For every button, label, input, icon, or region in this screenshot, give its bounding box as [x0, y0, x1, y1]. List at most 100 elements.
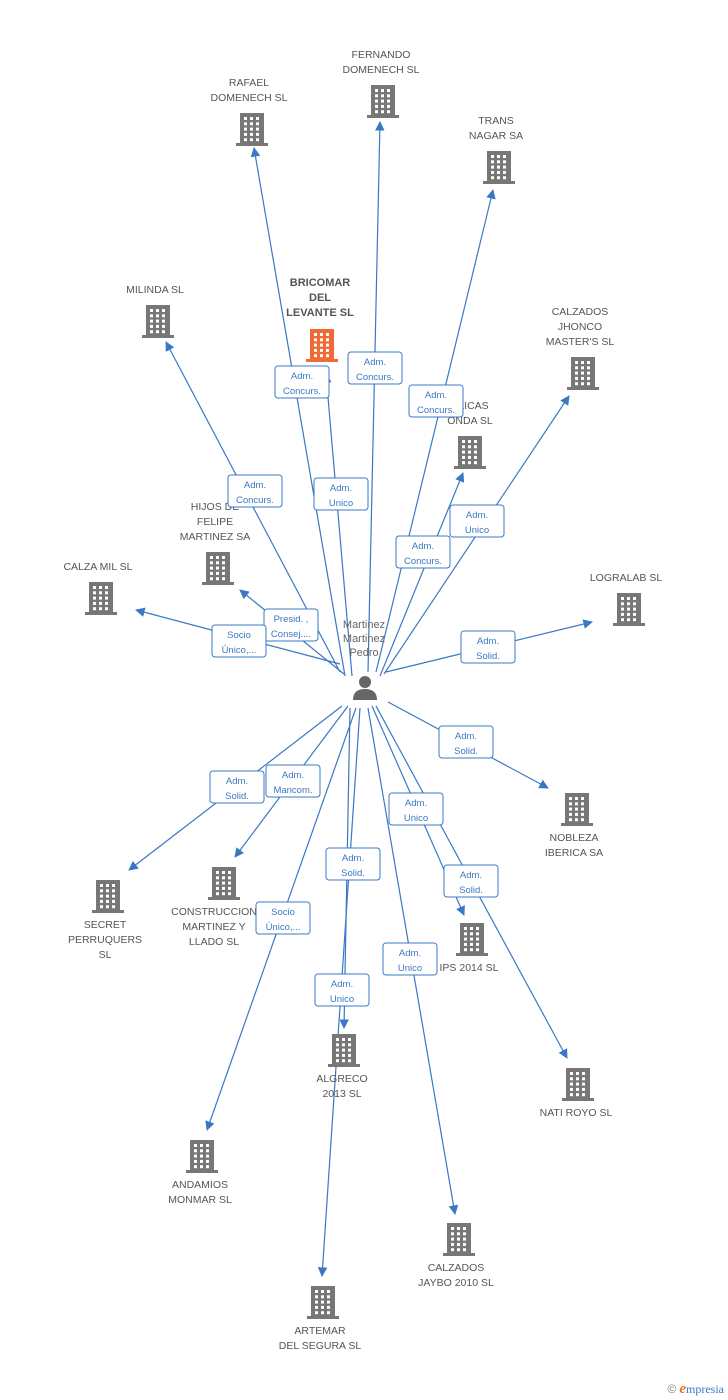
building-icon[interactable] — [567, 357, 599, 390]
company-node-milinda[interactable]: MILINDA SL — [126, 284, 184, 338]
relation-text-line: Adm. — [477, 636, 499, 647]
building-icon[interactable] — [236, 113, 268, 146]
company-name-line: JHONCO — [558, 321, 602, 333]
building-icon[interactable] — [483, 151, 515, 184]
relation-text-line: Adm. — [244, 480, 266, 491]
relation-label-rafael[interactable]: Adm.Concurs. — [274, 365, 330, 399]
company-name-line: NATI ROYO SL — [540, 1107, 613, 1119]
focal-company-name-line: BRICOMAR — [290, 277, 351, 289]
relation-label-logralab[interactable]: Adm.Solid. — [460, 630, 516, 664]
building-icon[interactable] — [443, 1223, 475, 1256]
relation-label-fernando[interactable]: Adm.Concurs. — [347, 351, 403, 385]
relation-label-nobleza[interactable]: Adm. Solid. — [438, 725, 494, 759]
relation-label-ips[interactable]: Adm.Unico — [388, 792, 444, 826]
relation-text: Adm.Concurs. — [417, 390, 455, 416]
relation-text-line: Unico — [329, 498, 353, 509]
relation-label-construcciones[interactable]: Adm.Mancom. — [265, 764, 321, 798]
building-icon[interactable] — [92, 880, 124, 913]
relation-box — [347, 351, 403, 385]
person-name-line: Martinez — [343, 619, 385, 631]
company-node-ips[interactable]: IPS 2014 SL — [440, 923, 499, 974]
building-icon[interactable] — [328, 1034, 360, 1067]
relation-label-milinda[interactable]: Adm.Concurs. — [227, 474, 283, 508]
building-icon[interactable] — [85, 582, 117, 615]
relation-text-line: Socio — [227, 630, 251, 641]
building-icon[interactable] — [613, 593, 645, 626]
building-icon[interactable] — [186, 1140, 218, 1173]
building-icon[interactable] — [367, 85, 399, 118]
relation-label-secret[interactable]: Adm.Solid. — [209, 770, 265, 804]
focal-company-name-line: LEVANTE SL — [286, 307, 354, 319]
relation-label-hijos[interactable]: Presid. ,Consej.... — [263, 608, 319, 642]
relation-text-line: Adm. — [399, 948, 421, 959]
relation-text-line: Solid. — [454, 746, 478, 757]
company-name-line: CALZADOS — [552, 306, 609, 318]
building-icon[interactable] — [202, 552, 234, 585]
company-node-calzamil[interactable]: CALZA MIL SL — [63, 561, 133, 615]
relation-edge-focal — [321, 373, 353, 677]
relation-box — [449, 504, 505, 538]
relation-label-calicas[interactable]: Adm.Concurs. — [395, 535, 451, 569]
company-name-line: MARTINEZ Y — [182, 921, 245, 933]
relation-text: Adm.Unico — [398, 948, 422, 974]
relation-text-line: Adm. — [455, 731, 477, 742]
relation-text-line: Concurs. — [283, 386, 321, 397]
company-name: LOGRALAB SL — [590, 572, 663, 584]
building-icon[interactable] — [456, 923, 488, 956]
company-node-logralab[interactable]: LOGRALAB SL — [590, 572, 663, 626]
company-name-line: MILINDA SL — [126, 284, 184, 296]
relation-label-natiroyo[interactable]: Adm.Solid. — [443, 864, 499, 898]
relation-text-line: Mancom. — [273, 785, 312, 796]
person-name-line: Pedro — [349, 647, 378, 659]
relation-edge-fernando — [367, 121, 385, 673]
relation-label-artemar[interactable]: Adm. Solid. — [325, 847, 381, 881]
relation-text-line: Solid. — [225, 791, 249, 802]
relation-label-calzados_jaybo[interactable]: Adm.Unico — [382, 942, 438, 976]
building-icon[interactable] — [142, 305, 174, 338]
building-icon[interactable] — [562, 1068, 594, 1101]
company-node-natiroyo[interactable]: NATI ROYO SL — [540, 1068, 613, 1119]
company-name-line: RAFAEL — [229, 77, 269, 89]
building-icon[interactable] — [208, 867, 240, 900]
relation-label-calzados_jhonco[interactable]: Adm.Unico — [449, 504, 505, 538]
relation-text: Adm.Solid. — [459, 870, 483, 896]
relation-label-trans[interactable]: Adm.Concurs. — [408, 384, 464, 418]
relation-text-line: Consej.... — [271, 629, 311, 640]
focal-building-icon[interactable] — [306, 329, 338, 362]
building-icon[interactable] — [307, 1286, 339, 1319]
relation-text-line: Unico — [465, 525, 489, 536]
relation-text-line: Adm. — [342, 853, 364, 864]
relation-box — [209, 770, 265, 804]
building-icon[interactable] — [454, 436, 486, 469]
company-name-line: PERRUQUERS — [68, 934, 142, 946]
relation-text-line: Solid. — [341, 868, 365, 879]
relation-label-algreco[interactable]: Adm.Unico — [314, 973, 370, 1007]
footer-brand[interactable]: © empresia — [667, 1381, 724, 1398]
building-icon[interactable] — [561, 793, 593, 826]
relation-label-focal[interactable]: Adm.Unico — [313, 477, 369, 511]
relation-text: Adm.Unico — [465, 510, 489, 536]
relation-text-line: Adm. — [331, 979, 353, 990]
